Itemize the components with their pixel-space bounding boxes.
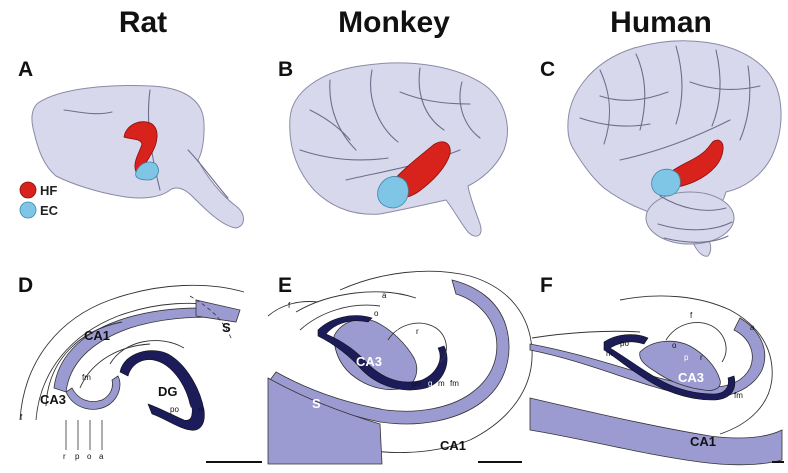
monkey-label-f: f [288,301,291,310]
rat-stratum-a: a [99,452,104,461]
panel-e-monkey-section: CA1 CA3 S f a o p r po g m fm [268,271,532,464]
human-brain-illustration [568,41,781,256]
column-title-rat: Rat [119,6,167,39]
rat-label-f: f [20,413,23,422]
human-ca1-band [530,398,782,465]
legend-label-ec: EC [40,203,59,218]
human-label-g: g [634,355,638,364]
monkey-label-o: o [374,309,379,318]
rat-label-fm: fm [82,373,91,382]
panel-letter-f: F [540,274,553,297]
human-label-o: o [672,341,677,350]
rat-label-ca1: CA1 [84,328,110,343]
human-label-m: m [606,349,613,358]
human-label-s: S [540,370,549,385]
human-label-ca3: CA3 [678,370,704,385]
monkey-label-p: p [394,323,399,332]
panel-letter-c: C [540,58,555,81]
rat-strata-ticks [66,420,102,450]
panel-letter-d: D [18,274,33,297]
monkey-label-ca1: CA1 [440,438,466,453]
human-label-po: po [620,339,629,348]
monkey-label-m: m [438,379,445,388]
rat-label-ca3: CA3 [40,392,66,407]
rat-label-m: m [198,405,205,414]
legend-swatch-hf [20,182,36,198]
legend: HF EC [20,182,59,218]
human-label-r: r [700,353,703,362]
legend-label-hf: HF [40,183,57,198]
panel-f-human-section: CA1 CA3 S f a o p r po g m fm [530,296,784,465]
monkey-label-a: a [382,291,387,300]
panel-letter-b: B [278,58,293,81]
monkey-subiculum [268,378,382,464]
monkey-label-ca3: CA3 [356,354,382,369]
human-label-a: a [750,323,755,332]
rat-stratum-o: o [87,452,92,461]
monkey-label-po: po [412,379,421,388]
legend-swatch-ec [20,202,36,218]
rat-subiculum [196,300,240,322]
rat-stratum-p: p [75,452,80,461]
human-label-p: p [684,353,689,362]
rat-label-po: po [170,405,179,414]
column-title-human: Human [610,6,712,39]
rat-stratum-r: r [63,452,66,461]
monkey-label-r: r [416,327,419,336]
human-cerebellum [646,192,734,244]
panel-d-rat-section: CA1 S CA3 DG f fm po g m r p o a [20,285,262,462]
human-label-fm: fm [734,391,743,400]
rat-ca1-layer [54,308,232,392]
human-entorhinal-cortex [652,169,681,196]
monkey-label-s: S [312,396,321,411]
human-label-ca1: CA1 [690,434,716,449]
rat-label-g: g [188,405,192,414]
monkey-brain-illustration [290,63,508,236]
rat-brain-illustration [32,86,244,228]
panel-letter-a: A [18,58,33,81]
human-label-f: f [690,311,693,320]
column-title-monkey: Monkey [338,6,450,39]
monkey-label-g: g [428,379,432,388]
rat-label-s: S [222,320,231,335]
panel-letter-e: E [278,274,292,297]
monkey-label-fm: fm [450,379,459,388]
rat-ca3-layer [66,376,120,409]
rat-label-dg: DG [158,384,178,399]
